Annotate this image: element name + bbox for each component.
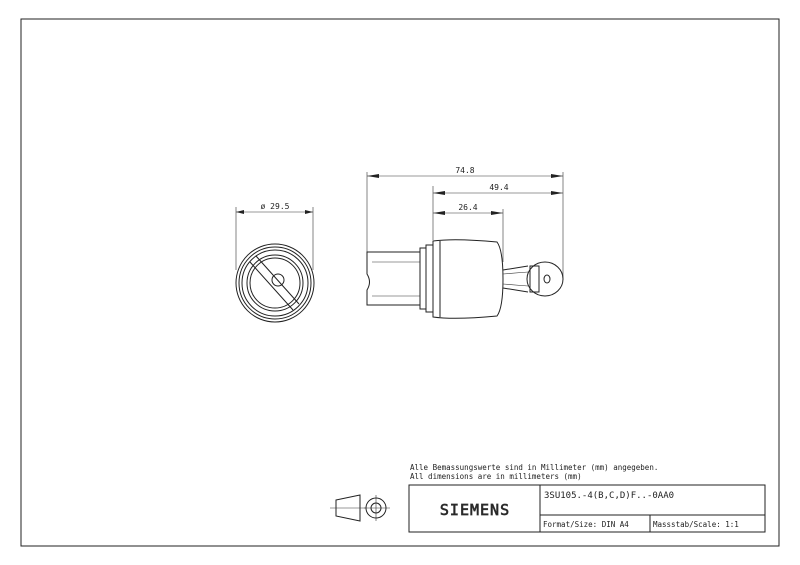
diameter-label: ø 29.5 (261, 202, 290, 211)
projection-symbol-icon (330, 494, 390, 522)
side-view: 74.8 49.4 26.4 (366, 166, 564, 319)
note-english: All dimensions are in millimeters (mm) (410, 472, 582, 481)
siemens-logo: SIEMENS (440, 501, 510, 519)
front-view: ø 29.5 (235, 202, 315, 323)
format-size: Format/Size: DIN A4 (543, 520, 629, 529)
title-block: SIEMENS 3SU105.-4(B,C,D)F..-0AA0 Format/… (408, 484, 766, 533)
drawing-frame (20, 18, 780, 547)
head-dimension-label: 26.4 (458, 203, 477, 212)
note-german: Alle Bemassungswerte sind in Millimeter … (410, 463, 658, 472)
part-number: 3SU105.-4(B,C,D)F..-0AA0 (544, 491, 674, 501)
scale: Massstab/Scale: 1:1 (653, 520, 739, 529)
overall-dimension-label: 74.8 (455, 166, 474, 175)
front-to-key-dimension-label: 49.4 (489, 183, 508, 192)
